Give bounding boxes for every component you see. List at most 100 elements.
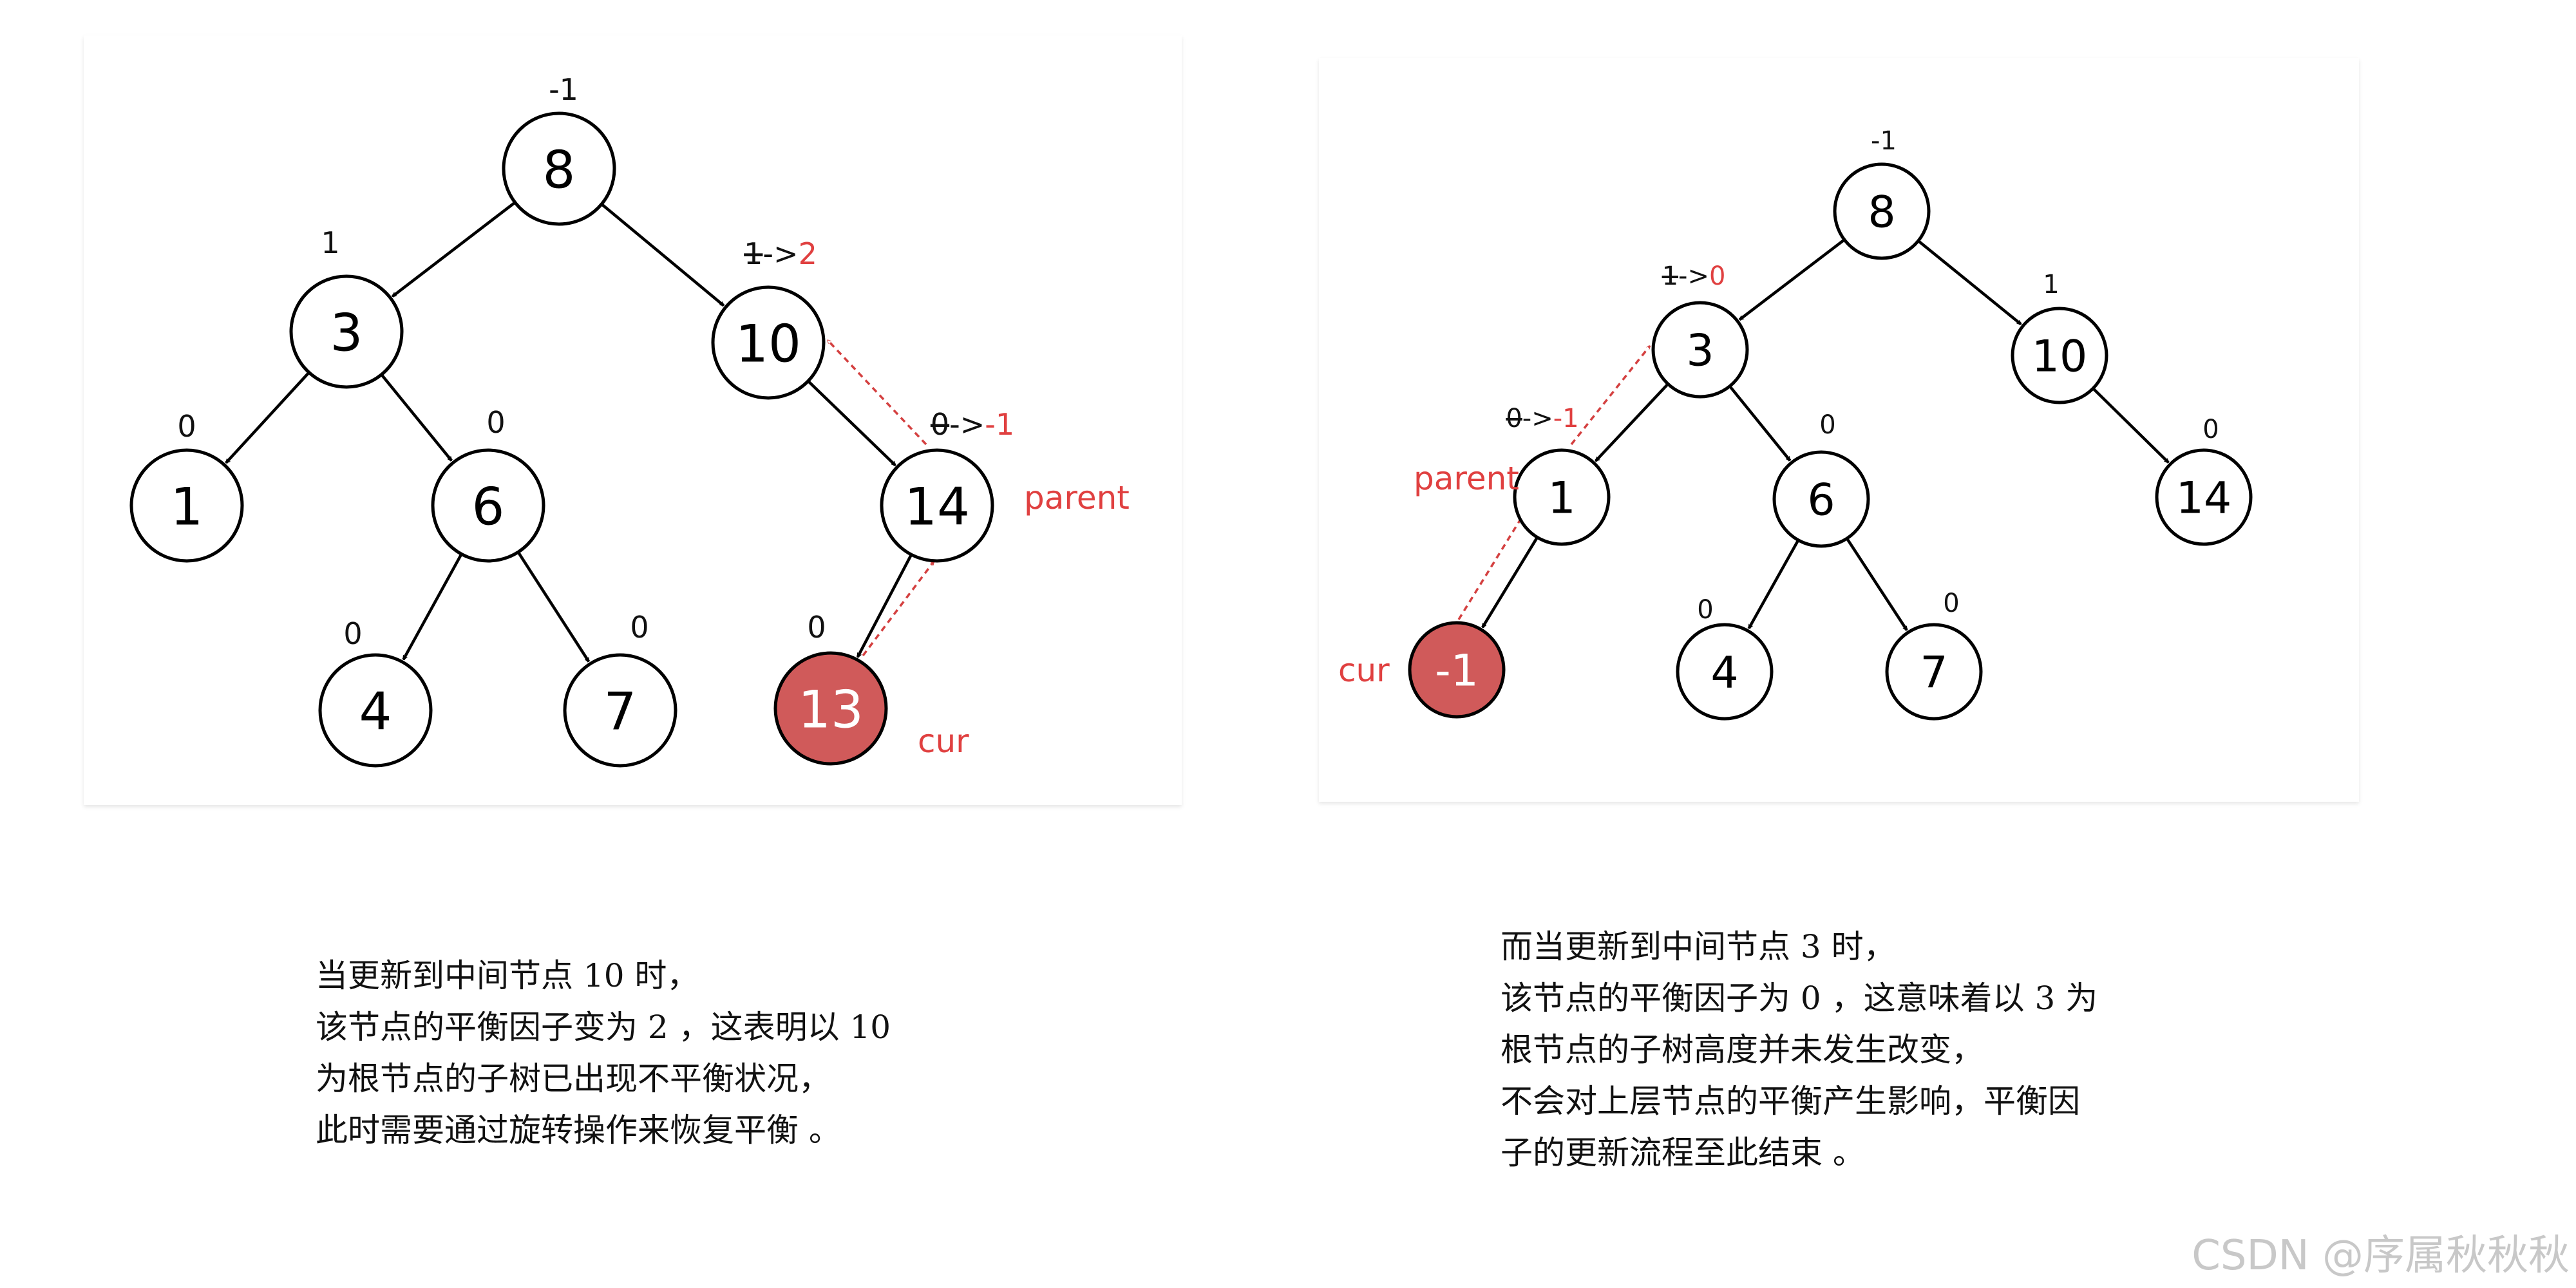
- tree-node: 13: [773, 651, 888, 766]
- left-caption-line: 当更新到中间节点 10 时，: [316, 957, 699, 994]
- balance-factor: 0: [1697, 595, 1713, 625]
- tree-node: 7: [563, 653, 677, 768]
- left-parent-label: parent: [1024, 479, 1130, 516]
- node-circle: [1513, 448, 1611, 546]
- node-label: 1: [1548, 473, 1575, 524]
- node-label: 8: [1868, 187, 1895, 238]
- node-label: 8: [543, 140, 576, 200]
- node-label: 3: [1686, 326, 1714, 377]
- tree-edge: [601, 204, 724, 307]
- balance-factor: 0->-1: [1506, 404, 1578, 433]
- balance-factor: 1->0: [1662, 261, 1726, 291]
- right-cur-label: cur: [1338, 652, 1390, 689]
- tree-node: 10: [2011, 307, 2108, 404]
- node-label: 4: [1710, 648, 1738, 699]
- tree-node: 14: [2155, 448, 2253, 546]
- tree-node: 8: [1833, 162, 1931, 260]
- balance-factor: 0: [807, 610, 826, 645]
- tree-node: 1: [1513, 448, 1611, 546]
- right-caption-line: 而当更新到中间节点 3 时，: [1501, 928, 1896, 965]
- node-label: 10: [2032, 332, 2088, 383]
- node-circle: [289, 274, 404, 389]
- balance-factor-new: -1: [985, 407, 1014, 442]
- balance-factor-new: 2: [799, 236, 817, 271]
- tree-edge: [381, 374, 453, 460]
- node-circle: [1408, 621, 1506, 719]
- balance-factor: 0: [177, 409, 196, 444]
- balance-factor-old: 1: [744, 236, 762, 271]
- tree-node: 3: [1651, 301, 1749, 399]
- tree-node: 7: [1885, 623, 1983, 721]
- balance-factor: 0->-1: [931, 407, 1014, 442]
- node-label: 6: [472, 477, 505, 537]
- balance-factor: 0: [1819, 410, 1835, 440]
- right-caption-line: 不会对上层节点的平衡产生影响，平衡因: [1501, 1083, 2080, 1120]
- tree-edge: [1481, 537, 1538, 627]
- node-label: 7: [604, 682, 637, 742]
- tree-node: 8: [502, 111, 616, 226]
- tree-node: 1: [129, 448, 244, 563]
- node-label: 10: [735, 314, 801, 374]
- tree-node: 10: [711, 285, 826, 400]
- update-path-arrow: [1457, 515, 1524, 620]
- tree-edge: [517, 552, 591, 661]
- watermark: CSDN @序属秋秋秋: [2192, 1232, 2570, 1280]
- node-circle: [431, 448, 545, 563]
- node-circle: [2011, 307, 2108, 404]
- node-circle: [1885, 623, 1983, 721]
- balance-factor: -1: [1871, 126, 1897, 156]
- tree-edge: [2092, 388, 2170, 464]
- right-tree: 8 -1 3 1->0 10 1 1 0->-1 6 0 14 0 4 0 7 0 -1: [1408, 126, 2253, 721]
- node-label: -1: [1435, 646, 1479, 697]
- balance-factor-new: -1: [1553, 404, 1579, 433]
- update-path-arrow: [862, 562, 935, 657]
- tree-edge: [856, 554, 913, 657]
- balance-factor: 0: [2202, 415, 2219, 444]
- left-caption-line: 为根节点的子树已出现不平衡状况，: [316, 1060, 831, 1097]
- balance-factor: 0: [343, 616, 362, 651]
- node-label: 6: [1807, 475, 1835, 526]
- node-label: 14: [2176, 473, 2232, 524]
- node-circle: [711, 285, 826, 400]
- tree-node: -1: [1408, 621, 1506, 719]
- node-circle: [318, 653, 433, 768]
- tree-node: 4: [1676, 623, 1774, 721]
- tree-edge: [402, 554, 462, 659]
- node-circle: [1651, 301, 1749, 399]
- tree-node: 3: [289, 274, 404, 389]
- tree-node: 4: [318, 653, 433, 768]
- tree-edge: [1739, 239, 1844, 321]
- node-label: 4: [359, 682, 392, 742]
- node-circle: [502, 111, 616, 226]
- tree-edge: [1918, 240, 2021, 326]
- node-label: 3: [330, 303, 363, 363]
- tree-edge: [808, 381, 896, 467]
- balance-factor-old: 0: [931, 407, 949, 442]
- node-circle: [1676, 623, 1774, 721]
- tree-node: 6: [431, 448, 545, 563]
- update-path-arrow: [1570, 346, 1651, 446]
- balance-factor-new: 0: [1709, 261, 1725, 291]
- tree-edge: [392, 202, 515, 298]
- right-parent-label: parent: [1414, 460, 1519, 497]
- node-circle: [2155, 448, 2253, 546]
- right-caption-line: 该节点的平衡因子为 0 ，这意味着以 3 为: [1501, 980, 2098, 1017]
- balance-factor: 1->2: [744, 236, 817, 271]
- node-label: 13: [798, 680, 864, 740]
- node-circle: [1833, 162, 1931, 260]
- right-caption-line: 根节点的子树高度并未发生改变，: [1501, 1031, 1984, 1068]
- tree-edge: [225, 372, 310, 464]
- right-caption-line: 子的更新流程至此结束 。: [1501, 1134, 1865, 1171]
- tree-edge: [1595, 384, 1669, 462]
- balance-factor: 1: [2043, 270, 2059, 299]
- balance-factor-arrow: ->: [949, 407, 985, 442]
- left-caption-line: 该节点的平衡因子变为 2 ，这表明以 10: [316, 1009, 891, 1046]
- tree-node: 6: [1772, 450, 1870, 548]
- balance-factor: 0: [1943, 589, 1959, 618]
- balance-factor: -1: [549, 72, 578, 107]
- tree-edge: [1747, 540, 1799, 628]
- balance-factor: 0: [486, 405, 505, 440]
- right-caption: 而当更新到中间节点 3 时， 该节点的平衡因子为 0 ，这意味着以 3 为 根节…: [1501, 921, 2098, 1179]
